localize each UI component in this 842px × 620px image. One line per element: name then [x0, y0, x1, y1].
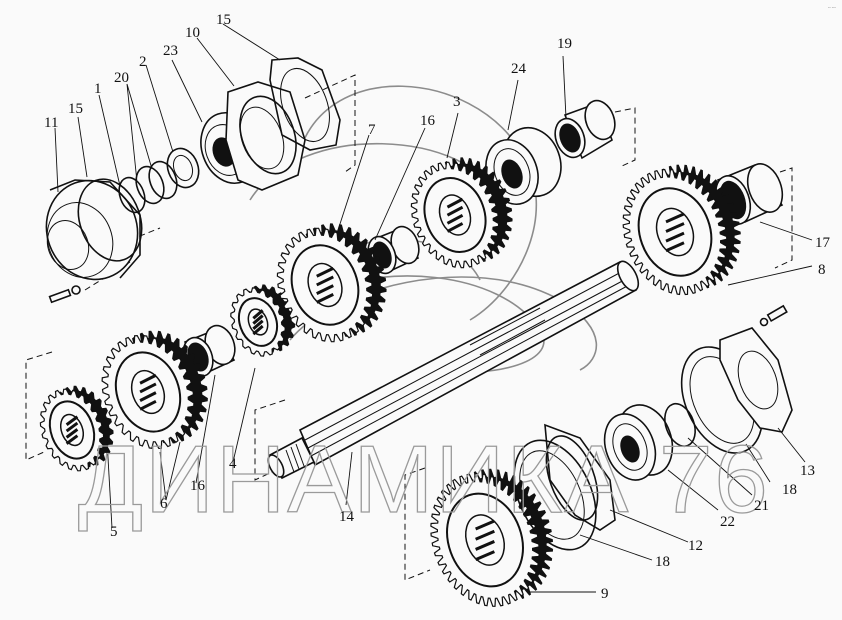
gear-3-needle-roller — [446, 197, 464, 209]
callout-17: 17 — [815, 235, 831, 251]
gear-4-needle-roller — [252, 324, 264, 336]
callout-3: 3 — [453, 94, 461, 110]
gear-9-face-ring — [446, 492, 524, 588]
callout-13: 13 — [800, 463, 815, 479]
callout-16-upper: 16 — [420, 113, 436, 129]
gear-9 — [430, 468, 554, 607]
gear-7-needle-roller — [316, 292, 334, 304]
gear-3 — [410, 157, 513, 269]
bearing-housing-10 — [225, 81, 306, 191]
nut-2 — [166, 147, 200, 189]
shims-20 — [135, 160, 178, 205]
gasket-15-left — [77, 178, 143, 262]
gear-5 — [39, 385, 114, 472]
housing-12 — [544, 423, 616, 531]
gasket-18-lower — [513, 439, 597, 551]
gear-6-needle-roller — [139, 382, 157, 394]
gasket-15-top — [269, 57, 341, 151]
corner-mark: -- --- — [828, 4, 836, 9]
gear-9-needle-roller — [475, 529, 495, 541]
callout-2: 2 — [139, 54, 147, 70]
gear-5-needle-roller — [65, 421, 79, 433]
gear-4-face-ring — [237, 297, 279, 347]
snap-ring-21 — [664, 402, 696, 448]
callout-6: 6 — [160, 496, 168, 512]
callout-11: 11 — [44, 115, 58, 131]
callout-18-lower: 18 — [655, 554, 670, 570]
gear-8-needle-roller — [665, 222, 685, 233]
callout-14: 14 — [339, 509, 355, 525]
callout-9: 9 — [601, 586, 609, 602]
gear-3-needle-roller — [446, 222, 464, 233]
seal-1 — [118, 176, 146, 214]
gear-7-needle-roller — [316, 275, 334, 287]
gear-4-needle-roller — [252, 309, 264, 320]
gear-5-needle-roller — [65, 434, 79, 445]
callout-15-left: 15 — [68, 101, 83, 117]
gear-7-face-ring — [290, 244, 360, 326]
callout-22: 22 — [720, 514, 735, 530]
gear-5-needle-roller — [65, 428, 79, 439]
gear-5-face-ring — [48, 400, 96, 460]
bolt-right — [759, 304, 788, 327]
gear-5-needle-roller — [65, 415, 79, 426]
callout-7: 7 — [368, 122, 376, 138]
gear-8-face-ring — [637, 187, 713, 277]
gear-9-needle-roller — [475, 550, 495, 562]
callout-8: 8 — [818, 262, 826, 278]
callout-20: 20 — [114, 70, 129, 86]
callout-12: 12 — [688, 538, 703, 554]
gear-8 — [622, 164, 741, 296]
gear-6-needle-roller — [139, 400, 157, 411]
gear-3-needle-roller — [446, 213, 464, 225]
gear-8-needle-roller — [665, 241, 685, 253]
callout-19: 19 — [557, 36, 572, 52]
gear-9-needle-roller — [475, 519, 495, 531]
gear-5-bore — [59, 413, 85, 447]
gear-7 — [276, 223, 387, 343]
callout-labels: 11 15 1 20 2 23 10 15 7 16 3 24 19 17 8 … — [44, 12, 831, 602]
gear-8-needle-roller — [665, 231, 685, 243]
callout-5: 5 — [110, 524, 118, 540]
gear-3-needle-roller — [446, 205, 464, 217]
bearing-22 — [603, 404, 674, 481]
gear-6 — [101, 330, 208, 450]
gear-3-face-ring — [423, 177, 487, 253]
callout-24: 24 — [511, 61, 527, 77]
gear-6-needle-roller — [139, 373, 157, 385]
bolt-left — [48, 285, 81, 304]
cover-13 — [719, 327, 793, 433]
callout-15-top: 15 — [216, 12, 231, 28]
splined-shaft-14 — [267, 260, 640, 480]
gear-9-needle-roller — [475, 540, 495, 551]
end-cover-11 — [45, 179, 141, 281]
gear-7-needle-roller — [316, 266, 334, 278]
gear-4 — [230, 284, 296, 357]
callout-1: 1 — [94, 81, 102, 97]
callout-4: 4 — [229, 456, 237, 472]
callout-23: 23 — [163, 43, 178, 59]
leader-lines — [54, 23, 813, 593]
callout-10: 10 — [185, 25, 200, 41]
callout-21: 21 — [754, 498, 769, 514]
gear-6-face-ring — [114, 351, 182, 433]
gear-4-needle-roller — [252, 319, 264, 330]
callout-16-lower: 16 — [190, 478, 206, 494]
gears — [39, 157, 741, 607]
bushing-19 — [554, 99, 616, 160]
gear-8-needle-roller — [665, 212, 685, 224]
gear-7-needle-roller — [316, 284, 334, 295]
gear-6-needle-roller — [139, 391, 157, 402]
callout-18-right: 18 — [782, 482, 797, 498]
watermark-text: ДИНАМИКА 76 — [78, 426, 770, 533]
gear-4-needle-roller — [252, 314, 264, 325]
